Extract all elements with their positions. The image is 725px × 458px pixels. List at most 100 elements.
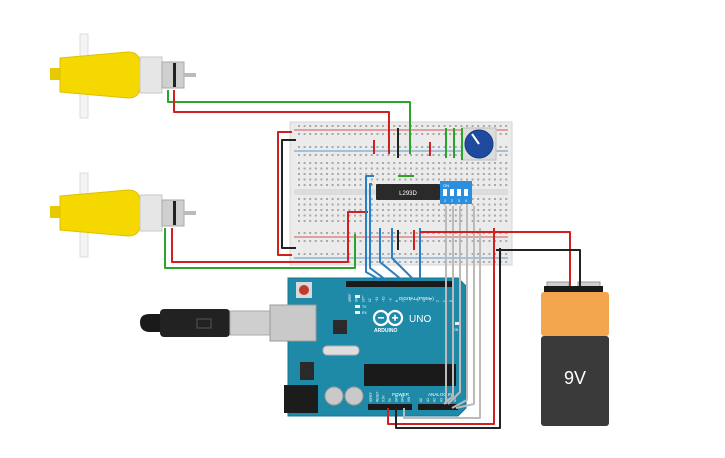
breadboard-hole[interactable]: [477, 203, 480, 206]
breadboard-hole[interactable]: [404, 173, 407, 175]
breadboard-hole[interactable]: [359, 162, 362, 164]
breadboard-hole[interactable]: [376, 133, 379, 135]
breadboard-hole[interactable]: [482, 203, 485, 206]
breadboard-hole[interactable]: [326, 133, 328, 135]
breadboard-hole[interactable]: [320, 253, 323, 255]
breadboard-hole[interactable]: [326, 146, 328, 148]
breadboard-hole[interactable]: [326, 154, 328, 156]
breadboard-hole[interactable]: [432, 173, 435, 175]
breadboard-hole[interactable]: [331, 146, 334, 148]
breadboard-hole[interactable]: [337, 162, 340, 164]
breadboard-hole[interactable]: [443, 146, 446, 148]
breadboard-hole[interactable]: [337, 178, 340, 181]
breadboard-hole[interactable]: [426, 240, 429, 242]
breadboard-hole[interactable]: [488, 198, 491, 200]
breadboard-hole[interactable]: [376, 173, 379, 175]
breadboard-hole[interactable]: [421, 253, 424, 255]
breadboard-hole[interactable]: [426, 178, 429, 181]
breadboard-hole[interactable]: [303, 173, 306, 175]
breadboard-hole[interactable]: [337, 154, 340, 156]
breadboard-hole[interactable]: [348, 261, 351, 263]
breadboard-hole[interactable]: [421, 203, 424, 206]
breadboard-hole[interactable]: [415, 146, 418, 148]
breadboard-hole[interactable]: [382, 154, 384, 156]
breadboard-hole[interactable]: [460, 178, 463, 181]
breadboard-hole[interactable]: [454, 214, 457, 217]
breadboard-hole[interactable]: [466, 203, 468, 206]
breadboard-hole[interactable]: [471, 125, 474, 127]
breadboard-hole[interactable]: [460, 167, 463, 170]
breadboard-hole[interactable]: [488, 173, 491, 175]
breadboard-hole[interactable]: [342, 203, 345, 206]
breadboard-hole[interactable]: [309, 209, 312, 211]
breadboard-hole[interactable]: [404, 178, 407, 181]
breadboard-hole[interactable]: [320, 178, 323, 181]
breadboard-hole[interactable]: [320, 209, 323, 211]
breadboard-hole[interactable]: [505, 253, 508, 255]
breadboard-hole[interactable]: [410, 209, 412, 211]
dip-switch-toggle-3[interactable]: [457, 189, 461, 196]
breadboard-hole[interactable]: [505, 220, 508, 222]
breadboard-hole[interactable]: [398, 173, 401, 175]
breadboard-hole[interactable]: [331, 173, 334, 175]
breadboard-hole[interactable]: [426, 162, 429, 164]
breadboard-hole[interactable]: [426, 214, 429, 217]
dc-barrel-jack[interactable]: [284, 385, 318, 413]
breadboard-hole[interactable]: [370, 261, 373, 263]
breadboard-hole[interactable]: [359, 232, 362, 234]
breadboard-hole[interactable]: [438, 133, 440, 135]
breadboard-hole[interactable]: [387, 240, 390, 242]
breadboard-hole[interactable]: [460, 240, 463, 242]
usb-b-port[interactable]: [269, 304, 317, 342]
breadboard-hole[interactable]: [499, 209, 502, 211]
breadboard-hole[interactable]: [393, 261, 396, 263]
breadboard-hole[interactable]: [454, 154, 457, 156]
breadboard-hole[interactable]: [443, 178, 446, 181]
breadboard-hole[interactable]: [398, 214, 401, 217]
breadboard-hole[interactable]: [505, 133, 508, 135]
breadboard-hole[interactable]: [298, 133, 300, 135]
breadboard-hole[interactable]: [309, 214, 312, 217]
breadboard-hole[interactable]: [320, 162, 323, 164]
breadboard-hole[interactable]: [314, 167, 317, 170]
breadboard-hole[interactable]: [382, 133, 384, 135]
breadboard-hole[interactable]: [370, 146, 373, 148]
breadboard-hole[interactable]: [337, 214, 340, 217]
breadboard-hole[interactable]: [387, 253, 390, 255]
breadboard-hole[interactable]: [393, 220, 396, 222]
breadboard-hole[interactable]: [499, 198, 502, 200]
breadboard-hole[interactable]: [331, 203, 334, 206]
breadboard-hole[interactable]: [337, 220, 340, 222]
breadboard-hole[interactable]: [303, 154, 306, 156]
breadboard-hole[interactable]: [393, 162, 396, 164]
breadboard-hole[interactable]: [298, 167, 300, 170]
breadboard-hole[interactable]: [342, 198, 345, 200]
breadboard-hole[interactable]: [382, 203, 384, 206]
breadboard-hole[interactable]: [298, 184, 300, 186]
breadboard-hole[interactable]: [314, 146, 317, 148]
breadboard-hole[interactable]: [320, 125, 323, 127]
breadboard-hole[interactable]: [359, 203, 362, 206]
breadboard-hole[interactable]: [415, 173, 418, 175]
breadboard-hole[interactable]: [438, 162, 440, 164]
breadboard-hole[interactable]: [482, 198, 485, 200]
breadboard-hole[interactable]: [387, 173, 390, 175]
breadboard-hole[interactable]: [471, 173, 474, 175]
breadboard-hole[interactable]: [359, 184, 362, 186]
breadboard-hole[interactable]: [393, 232, 396, 234]
breadboard-hole[interactable]: [421, 154, 424, 156]
breadboard-hole[interactable]: [477, 209, 480, 211]
breadboard-hole[interactable]: [354, 203, 356, 206]
dip-switch-toggle-4[interactable]: [464, 189, 468, 196]
breadboard-hole[interactable]: [320, 220, 323, 222]
breadboard-hole[interactable]: [342, 240, 345, 242]
breadboard-hole[interactable]: [376, 125, 379, 127]
breadboard-hole[interactable]: [370, 167, 373, 170]
breadboard-hole[interactable]: [421, 146, 424, 148]
breadboard-hole[interactable]: [326, 173, 328, 175]
breadboard-hole[interactable]: [359, 220, 362, 222]
breadboard-hole[interactable]: [326, 162, 328, 164]
breadboard-hole[interactable]: [298, 232, 300, 234]
breadboard-hole[interactable]: [488, 214, 491, 217]
breadboard-hole[interactable]: [354, 173, 356, 175]
